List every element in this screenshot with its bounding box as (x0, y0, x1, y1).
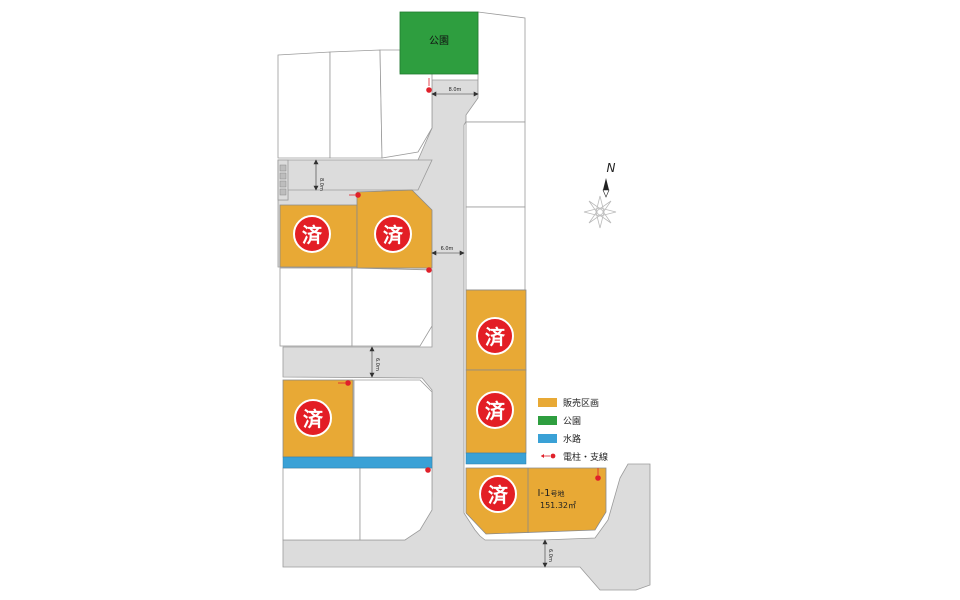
lot-i1-area: 151.32㎡ (540, 501, 576, 510)
compass-icon: N (583, 161, 617, 229)
svg-text:電柱・支線: 電柱・支線 (563, 451, 608, 463)
road-width-north-west: 8.0m (318, 178, 324, 191)
utility-poles (338, 78, 601, 481)
svg-text:済: 済 (303, 407, 324, 431)
svg-text:済: 済 (302, 223, 323, 247)
lot-north-2 (329, 49, 383, 159)
svg-text:公園: 公園 (563, 416, 581, 427)
pole-5 (425, 467, 431, 473)
legend-item-sale: 販売区画 (538, 397, 599, 409)
lot-east-2 (465, 206, 526, 291)
waterway (282, 452, 527, 469)
svg-text:水路: 水路 (563, 433, 581, 445)
pole-3 (426, 267, 432, 273)
lot-north-1 (277, 51, 331, 159)
sold-mark-b: 済 (374, 215, 412, 253)
sold-mark-e: 済 (294, 399, 332, 437)
sold-mark-c: 済 (476, 317, 514, 355)
road-width-top: 8.0m (449, 87, 462, 93)
north-label: N (607, 161, 616, 175)
svg-text:済: 済 (383, 223, 404, 247)
road-dimensions (313, 91, 548, 568)
pole-4 (338, 380, 351, 386)
road-width-middle: 6.0m (441, 246, 454, 252)
unsold-lots (277, 11, 526, 541)
sold-mark-a: 済 (293, 215, 331, 253)
lot-sw-2 (353, 379, 433, 458)
lot-east-1 (465, 121, 526, 208)
park-label: 公園 (429, 35, 449, 47)
lot-mid-west-1 (279, 267, 353, 347)
legend: 販売区画 公園 水路 電柱・支線 (538, 397, 608, 463)
pole-2 (349, 192, 361, 198)
pole-1 (426, 78, 432, 93)
road-width-south: 6.0m (547, 549, 553, 562)
sold-mark-f: 済 (479, 475, 517, 513)
svg-text:済: 済 (485, 325, 506, 349)
park-area (399, 11, 479, 75)
lot-mid-west-2 (351, 267, 433, 347)
road-width-west: 6.0m (374, 358, 380, 371)
svg-text:済: 済 (488, 483, 509, 507)
pole-6 (595, 468, 601, 481)
lot-i1-label: Ⅰ-1号地 (538, 488, 565, 499)
legend-item-park: 公園 (538, 416, 581, 427)
sold-marks: 済 済 済 済 済 済 (293, 215, 517, 513)
lot-sw-bottom-1 (282, 467, 361, 541)
svg-text:販売区画: 販売区画 (563, 397, 599, 409)
legend-item-pole: 電柱・支線 (541, 451, 608, 463)
stairs-icon (279, 164, 287, 196)
road-stub-west (277, 159, 289, 201)
svg-text:済: 済 (485, 399, 506, 423)
sold-mark-d: 済 (476, 391, 514, 429)
legend-item-waterway: 水路 (538, 433, 581, 445)
